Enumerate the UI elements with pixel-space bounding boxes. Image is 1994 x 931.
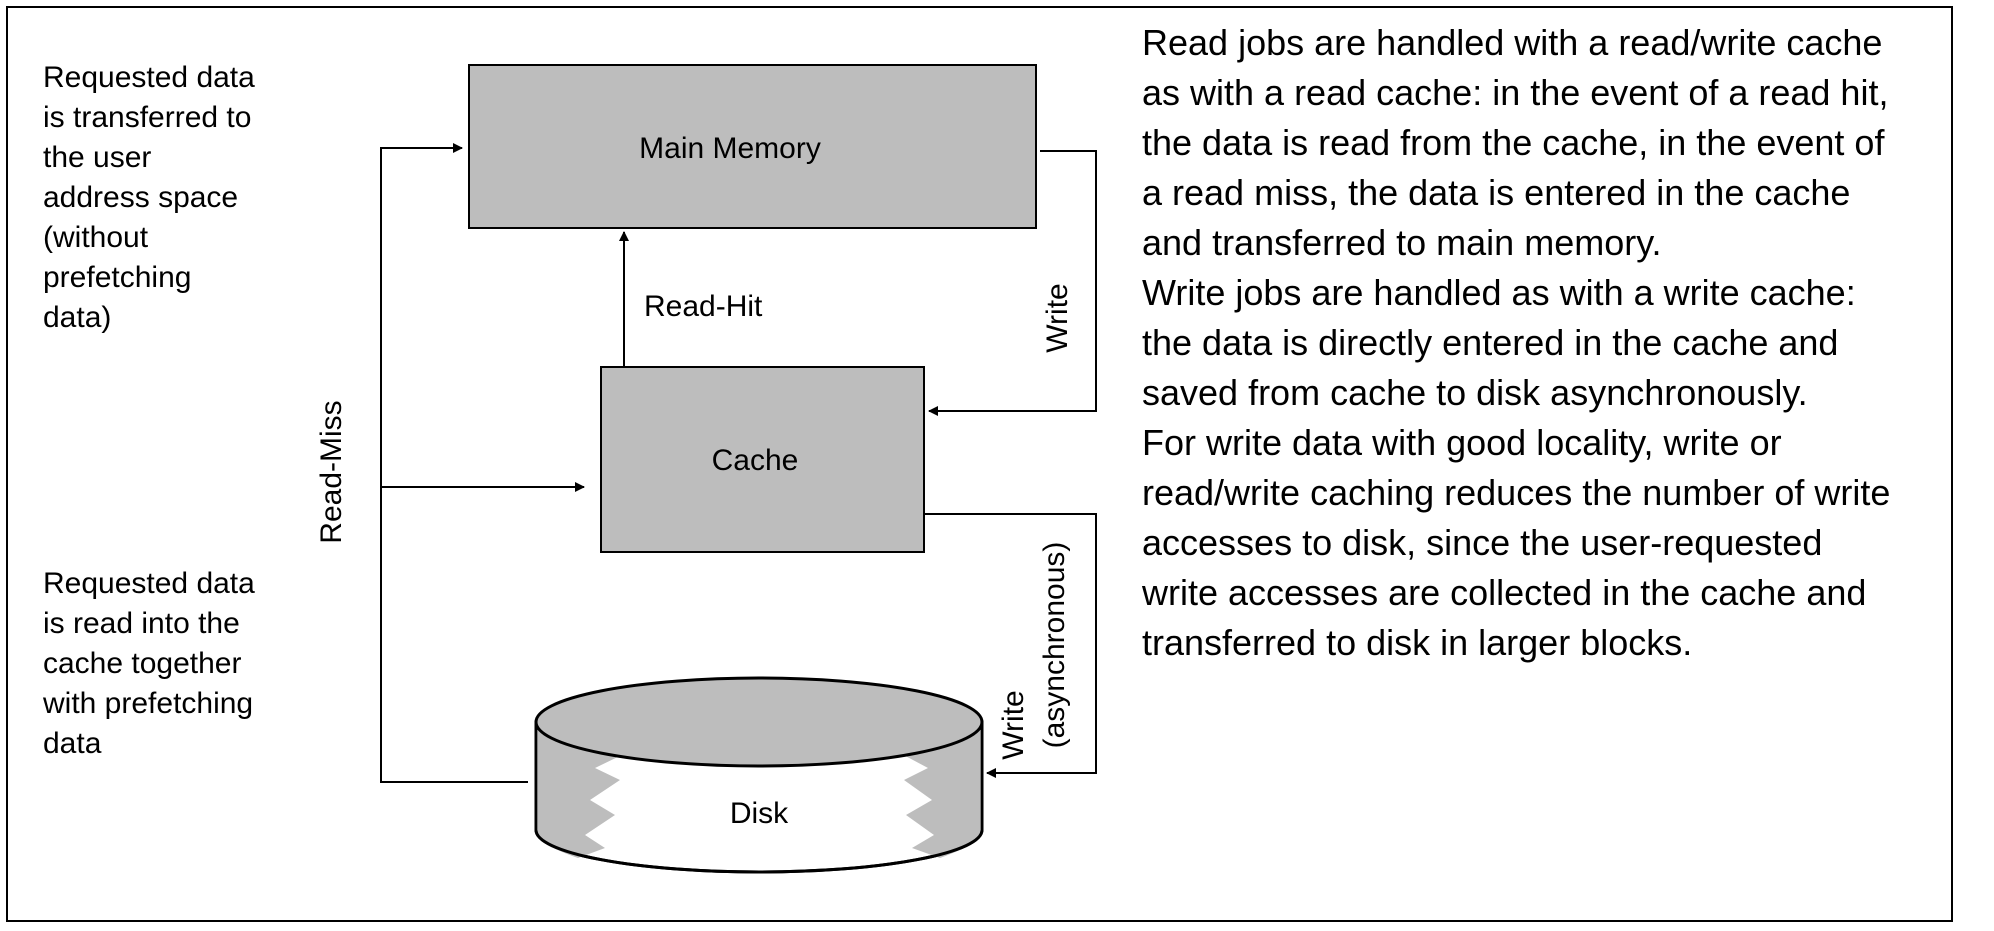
read-hit-label: Read-Hit bbox=[644, 290, 763, 323]
cache-box: Cache bbox=[600, 366, 925, 553]
paragraph-locality: For write data with good locality, write… bbox=[1142, 422, 1891, 663]
write-async-label-line1: Write bbox=[997, 690, 1030, 759]
figure-frame bbox=[6, 6, 1953, 922]
read-miss-note-top: Requested data is transferred to the use… bbox=[43, 61, 255, 334]
disk-label: Disk bbox=[730, 797, 789, 830]
paragraph-read-jobs: Read jobs are handled with a read/write … bbox=[1142, 22, 1889, 263]
paragraph-write-jobs: Write jobs are handled as with a write c… bbox=[1142, 272, 1856, 413]
write-label: Write bbox=[1041, 283, 1074, 352]
disk-shading-left bbox=[538, 730, 628, 858]
main-memory-label: Main Memory bbox=[639, 132, 821, 165]
write-async-edge: Write (asynchronous) bbox=[924, 513, 1097, 778]
description-text: Read jobs are handled with a read/write … bbox=[1142, 18, 1962, 668]
write-async-label-line2: (asynchronous) bbox=[1038, 542, 1071, 749]
read-hit-edge: Read-Hit bbox=[619, 231, 763, 367]
write-edge: Write bbox=[928, 150, 1097, 416]
disk-shading-right bbox=[898, 730, 980, 858]
cache-label: Cache bbox=[712, 444, 799, 477]
main-memory-box: Main Memory bbox=[468, 64, 1037, 229]
disk-cylinder: Disk bbox=[534, 676, 984, 874]
read-miss-label: Read-Miss bbox=[315, 400, 348, 543]
read-miss-edge: Read-Miss bbox=[315, 143, 585, 783]
read-miss-note-bottom: Requested data is read into the cache to… bbox=[43, 567, 255, 760]
